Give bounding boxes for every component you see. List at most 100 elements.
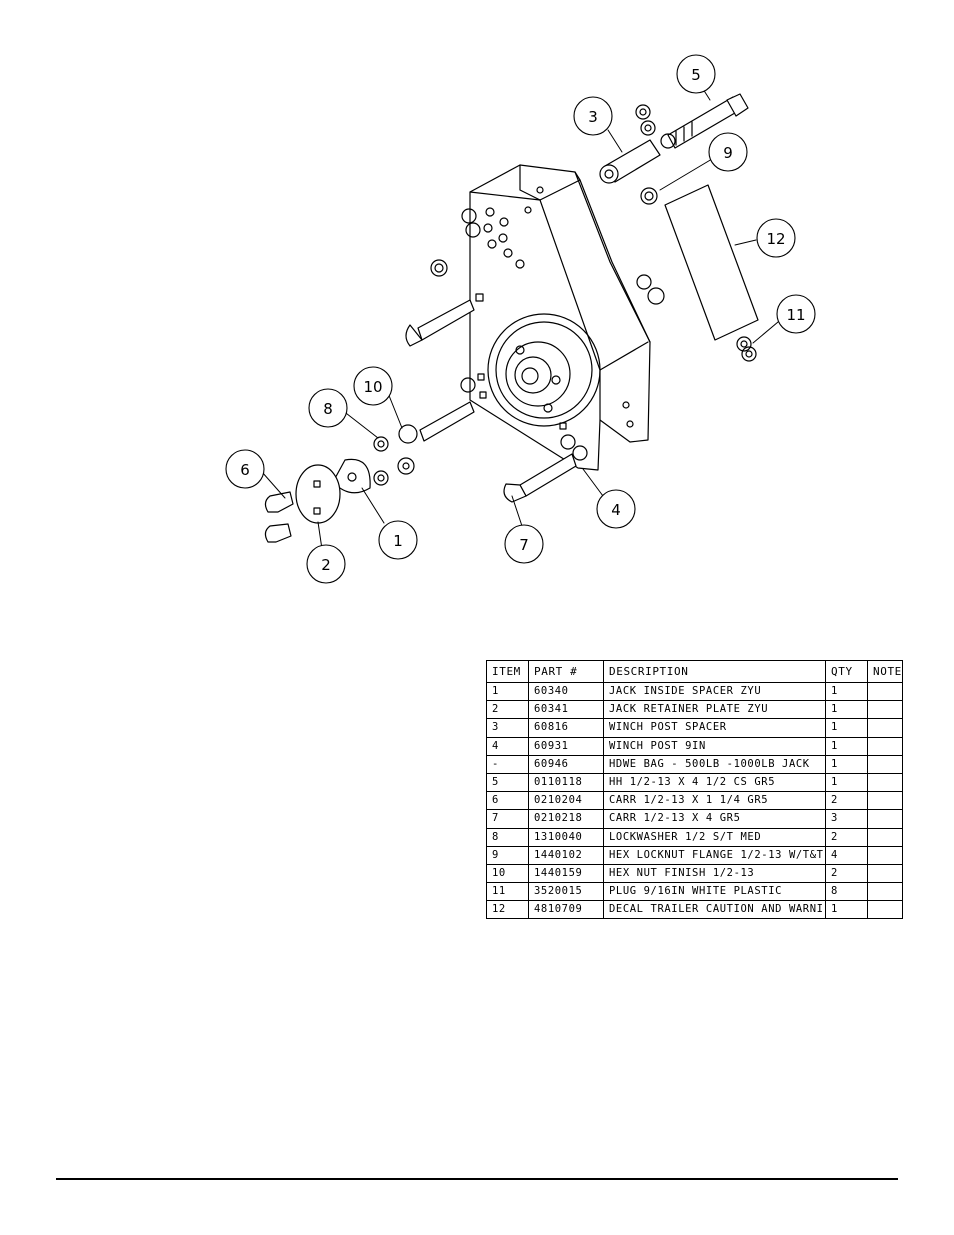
header-note: NOTE (867, 660, 903, 683)
cell-item: 6 (486, 791, 529, 811)
cell-description: WINCH POST 9IN (603, 736, 826, 756)
cell-qty: 1 (825, 736, 868, 756)
svg-text:3: 3 (588, 108, 598, 126)
cell-note (867, 772, 903, 793)
cell-note (867, 809, 903, 829)
cell-description: WINCH POST SPACER (603, 718, 826, 738)
cell-part-number: 0110118 (528, 772, 604, 793)
callout-6: 6 (225, 449, 265, 489)
decal-item-12 (664, 184, 759, 341)
carriage-bolts-item-6 (264, 491, 294, 543)
cell-description: DECAL TRAILER CAUTION AND WARNI (603, 900, 826, 920)
hex-bolt-item-5 (660, 93, 749, 149)
cell-qty: 2 (825, 827, 868, 847)
cell-item: 4 (486, 736, 529, 756)
svg-text:7: 7 (519, 536, 529, 554)
leader-lines (261, 88, 779, 557)
svg-text:6: 6 (240, 461, 250, 479)
cell-qty: 1 (825, 754, 868, 774)
cell-description: HH 1/2-13 X 4 1/2 CS GR5 (603, 772, 826, 793)
svg-text:12: 12 (766, 230, 785, 248)
callout-11: 11 (776, 294, 816, 334)
cell-qty: 2 (825, 863, 868, 884)
cell-item: 7 (486, 809, 529, 829)
cell-part-number: 60341 (528, 700, 604, 720)
table-header-row: ITEM PART # DESCRIPTION QTY NOTE (486, 660, 903, 683)
cell-qty: 4 (825, 845, 868, 865)
cell-qty: 1 (825, 700, 868, 720)
cell-qty: 8 (825, 882, 868, 902)
cell-part-number: 1310040 (528, 827, 604, 847)
callout-9: 9 (708, 132, 748, 172)
cell-part-number: 60340 (528, 681, 604, 702)
callout-1: 1 (378, 520, 418, 560)
spacer-item-3 (599, 139, 661, 184)
cell-item: 2 (486, 700, 529, 720)
cell-description: LOCKWASHER 1/2 S/T MED (603, 827, 826, 847)
cell-qty: 1 (825, 718, 868, 738)
cell-description: HEX NUT FINISH 1/2-13 (603, 863, 826, 884)
cell-description: CARR 1/2-13 X 4 GR5 (603, 809, 826, 829)
header-part-number: PART # (528, 660, 604, 683)
cell-note (867, 754, 903, 774)
cell-qty: 2 (825, 791, 868, 811)
cell-description: CARR 1/2-13 X 1 1/4 GR5 (603, 791, 826, 811)
svg-text:9: 9 (723, 144, 733, 162)
svg-text:4: 4 (611, 501, 621, 519)
cell-item: 9 (486, 845, 529, 865)
cell-description: JACK INSIDE SPACER ZYU (603, 681, 826, 702)
cell-description: JACK RETAINER PLATE ZYU (603, 700, 826, 720)
cell-item: 11 (486, 882, 529, 902)
cell-item: - (486, 754, 529, 774)
cell-part-number: 60816 (528, 718, 604, 738)
cell-part-number: 1440102 (528, 845, 604, 865)
jack-retainer-plate-item-2 (295, 464, 341, 524)
svg-text:2: 2 (321, 556, 331, 574)
callout-4: 4 (596, 489, 636, 529)
header-item: ITEM (486, 660, 529, 683)
svg-text:8: 8 (323, 400, 333, 418)
exploded-assembly-diagram: 1 2 3 4 5 6 7 8 9 10 11 12 (225, 54, 816, 584)
cell-part-number: 4810709 (528, 900, 604, 920)
callout-3: 3 (573, 96, 613, 136)
cell-note (867, 900, 903, 920)
header-qty: QTY (825, 660, 868, 683)
cell-note (867, 882, 903, 902)
callout-10: 10 (353, 366, 393, 406)
carriage-bolt-middle (398, 401, 475, 444)
callout-12: 12 (756, 218, 796, 258)
cell-item: 3 (486, 718, 529, 738)
callout-2: 2 (306, 544, 346, 584)
washers-and-nuts (373, 436, 415, 486)
cell-note (867, 863, 903, 884)
cell-item: 12 (486, 900, 529, 920)
header-description: DESCRIPTION (603, 660, 826, 683)
cell-note (867, 736, 903, 756)
flange-locknuts (635, 104, 757, 362)
cell-part-number: 0210204 (528, 791, 604, 811)
svg-text:5: 5 (691, 66, 701, 84)
cell-qty: 1 (825, 900, 868, 920)
footer-rule (56, 1178, 898, 1180)
cell-part-number: 60931 (528, 736, 604, 756)
cell-qty: 3 (825, 809, 868, 829)
cell-part-number: 0210218 (528, 809, 604, 829)
cell-note (867, 845, 903, 865)
callout-8: 8 (308, 388, 348, 428)
cell-part-number: 60946 (528, 754, 604, 774)
cell-description: PLUG 9/16IN WHITE PLASTIC (603, 882, 826, 902)
callout-5: 5 (676, 54, 716, 94)
cell-note (867, 791, 903, 811)
